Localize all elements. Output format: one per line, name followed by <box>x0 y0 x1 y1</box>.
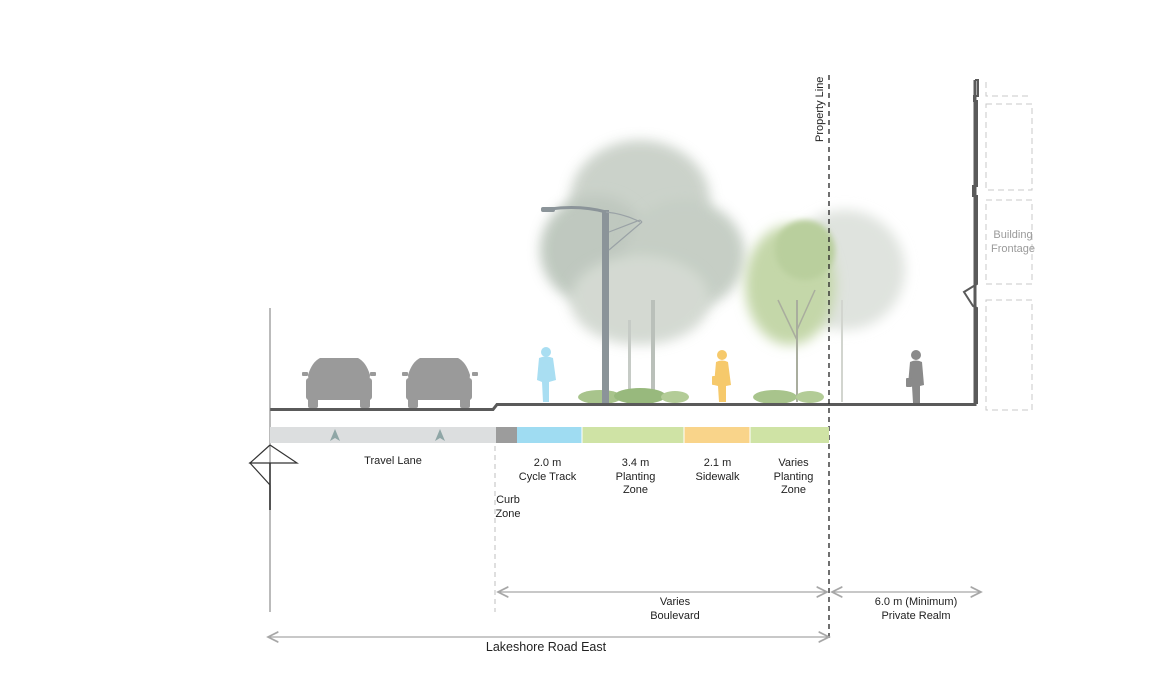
street-light <box>541 206 643 404</box>
segment-cycle-track <box>517 427 582 443</box>
label-curb-zone: Curb Zone <box>495 494 521 520</box>
lane-arrows <box>330 429 445 441</box>
pedestrian-sidewalk <box>712 350 731 402</box>
label-travel-lane: Travel Lane <box>364 455 422 467</box>
segment-planting-zone-varies <box>750 427 829 443</box>
segment-planting-zone <box>582 427 684 443</box>
property-line-label: Property Line <box>814 76 826 142</box>
cyclist-figure <box>537 347 556 402</box>
dim-private-realm-label: 6.0 m (Minimum) Private Realm <box>874 596 958 622</box>
ground-line <box>270 80 977 411</box>
dim-road-label: Lakeshore Road East <box>485 640 607 654</box>
shrubs <box>578 388 824 404</box>
tree-large <box>540 140 745 402</box>
label-planting-zone-varies: Varies Planting Zone <box>773 457 814 496</box>
label-sidewalk: 2.1 m Sidewalk <box>695 457 740 483</box>
building-frontage-label: Building Frontage <box>990 229 1036 255</box>
building-frontage-outline <box>985 82 1033 411</box>
label-cycle-track: 2.0 m Cycle Track <box>518 457 577 483</box>
car-1 <box>302 358 376 408</box>
break-symbol <box>248 444 299 510</box>
segment-bar <box>270 427 829 443</box>
building-facade <box>962 79 979 404</box>
segment-travel-lane <box>270 427 496 443</box>
pedestrian-private <box>906 350 924 403</box>
segment-sidewalk <box>684 427 750 443</box>
label-planting-zone: 3.4 m Planting Zone <box>615 457 656 496</box>
car-2 <box>402 358 478 408</box>
segment-curb-zone <box>496 427 517 443</box>
dim-boulevard-label: Varies Boulevard <box>650 596 700 622</box>
tree-small <box>745 210 905 402</box>
